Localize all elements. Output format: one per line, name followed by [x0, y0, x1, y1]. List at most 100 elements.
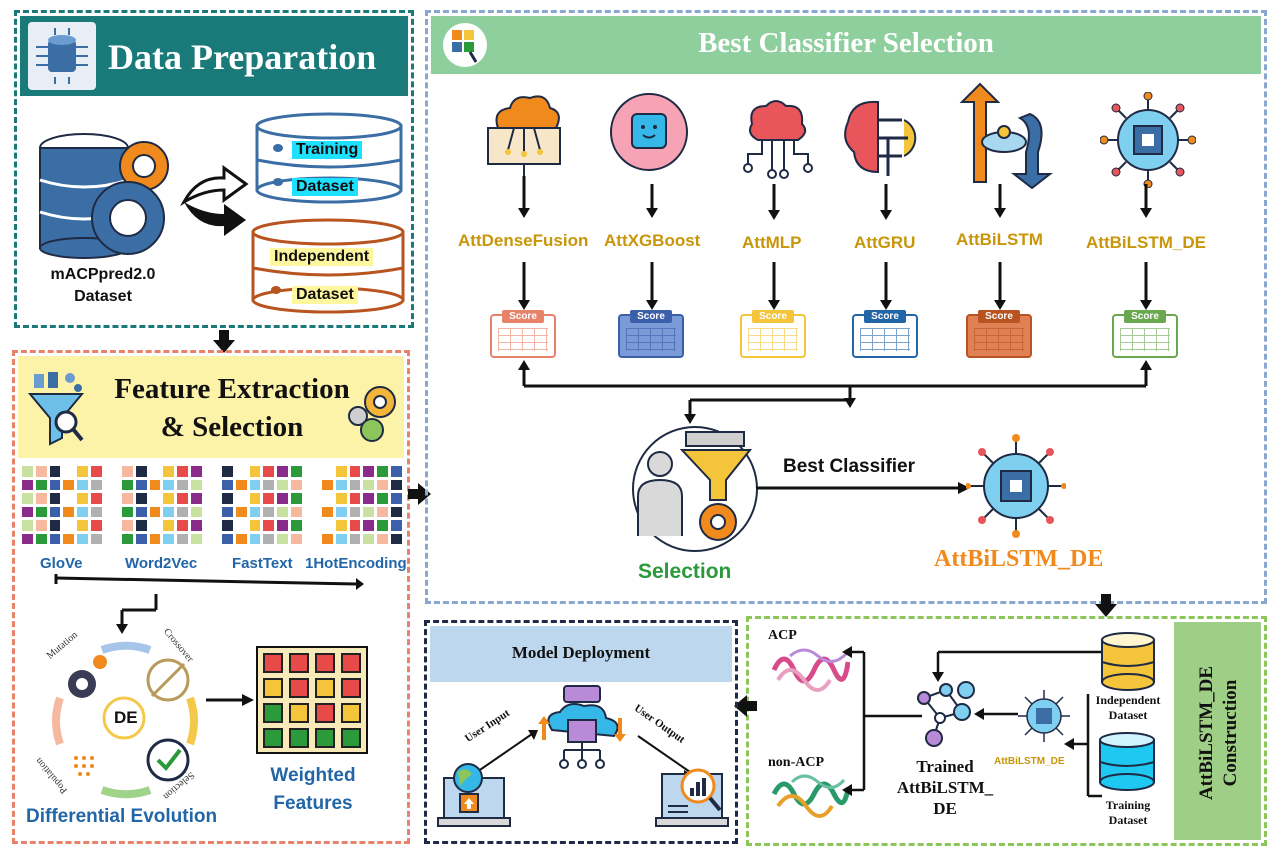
mosaic-cell — [235, 479, 247, 490]
mosaic-cell — [191, 493, 202, 504]
mosaic-cell — [322, 493, 333, 504]
mosaic-cell — [222, 520, 233, 531]
feature-extraction-panel — [12, 350, 410, 844]
data-preparation-title: Data Preparation — [108, 37, 377, 77]
feature-extraction-header — [18, 356, 404, 458]
mosaic-cell — [122, 466, 133, 477]
mosaic-cell — [35, 466, 47, 477]
construction-training-label: Training Dataset — [1080, 798, 1176, 828]
score-tag: Score — [630, 310, 672, 323]
mosaic-cell — [235, 466, 247, 477]
mosaic-cell — [35, 506, 47, 517]
mosaic-cell — [291, 479, 302, 490]
independent-label-2: Dataset — [292, 286, 358, 304]
construction-connectors — [842, 646, 1102, 798]
mosaic-cell — [322, 479, 333, 490]
mosaic-cell — [163, 520, 175, 531]
gru-brain-icon — [838, 96, 930, 182]
mosaic-cell — [63, 479, 75, 490]
mosaic-cell — [235, 493, 247, 504]
mosaic-cell — [391, 520, 402, 531]
encoding-label-fasttext: FastText — [232, 555, 293, 572]
mosaic-cell — [177, 506, 189, 517]
mosaic-cell — [263, 493, 275, 504]
mosaic-cell — [63, 520, 75, 531]
mosaic-cell — [263, 466, 275, 477]
mosaic-cell — [122, 506, 133, 517]
mosaic-cell — [77, 466, 89, 477]
mosaic-cell — [63, 493, 75, 504]
onehot-encoding-mosaic — [322, 466, 402, 544]
mosaic-cell — [291, 493, 302, 504]
mosaic-cell — [91, 533, 102, 544]
server-cloud-icon — [534, 684, 630, 770]
mosaic-cell — [363, 533, 375, 544]
construction-side-header — [1174, 622, 1261, 840]
mosaic-cell — [135, 533, 147, 544]
mosaic-cell — [222, 506, 233, 517]
mosaic-cell — [235, 533, 247, 544]
user-input-laptop-icon — [434, 762, 514, 830]
model-label-attbilstm: AttBiLSTM — [956, 230, 1043, 249]
construction-side-title: AttBiLSTM_DE Construction — [1195, 624, 1243, 842]
independent-label-1: Independent — [270, 248, 374, 266]
mosaic-cell — [177, 479, 189, 490]
mosaic-cell — [335, 533, 347, 544]
bilstm-de-virus-icon — [1099, 91, 1197, 189]
mosaic-cell — [277, 506, 289, 517]
dataset-database-icon — [36, 130, 186, 260]
mosaic-cell — [149, 466, 161, 477]
feature-extraction-title: Feature Extraction & Selection — [96, 370, 368, 446]
model-label-attbilstm-de: AttBiLSTM_DE — [1086, 233, 1206, 252]
mosaic-cell — [277, 533, 289, 544]
mosaic-cell — [163, 506, 175, 517]
mosaic-cell — [63, 533, 75, 544]
arrow-to-weighted — [206, 694, 254, 706]
mosaic-cell — [349, 466, 361, 477]
mosaic-cell — [163, 493, 175, 504]
mosaic-cell — [363, 506, 375, 517]
mosaic-cell — [335, 506, 347, 517]
bilstm-arrows-icon — [954, 82, 1058, 190]
mosaic-cell — [335, 479, 347, 490]
mosaic-cell — [149, 493, 161, 504]
user-output-laptop-icon — [654, 762, 734, 830]
mosaic-cell — [391, 466, 402, 477]
mosaic-cell — [49, 493, 61, 504]
mosaic-cell — [377, 479, 389, 490]
independent-dataset-cylinder — [250, 218, 406, 314]
mosaic-cell — [291, 533, 302, 544]
selection-label: Selection — [638, 560, 732, 583]
label-to-score-arrows — [518, 262, 1152, 310]
model-icon-arrows — [518, 176, 1152, 220]
mosaic-cell — [22, 466, 33, 477]
mosaic-cell — [163, 533, 175, 544]
construction-independent-label: Independent Dataset — [1080, 693, 1176, 723]
mosaic-cell — [322, 466, 333, 477]
score-aggregation-connector — [518, 360, 1152, 424]
mosaic-cell — [263, 506, 275, 517]
differential-evolution-label: Differential Evolution — [26, 806, 218, 827]
winner-model-label: AttBiLSTM_DE — [934, 546, 1104, 572]
mosaic-cell — [277, 479, 289, 490]
mosaic-cell — [91, 466, 102, 477]
mosaic-cell — [49, 520, 61, 531]
dataset-label-line-2: Dataset — [74, 288, 132, 305]
mosaic-cell — [135, 479, 147, 490]
mosaic-cell — [91, 479, 102, 490]
model-deployment-header — [430, 626, 732, 682]
mosaic-cell — [277, 466, 289, 477]
feature-extraction-title-2: & Selection — [160, 411, 304, 443]
score-board-attgru: Score — [852, 310, 918, 358]
mosaic-cell — [335, 466, 347, 477]
mosaic-cell — [191, 506, 202, 517]
mosaic-cell — [135, 493, 147, 504]
mosaic-cell — [63, 466, 75, 477]
mosaic-cell — [35, 479, 47, 490]
trained-label-2: AttBiLSTM_ — [896, 778, 994, 797]
score-tag: Score — [502, 310, 544, 323]
score-tag: Score — [864, 310, 906, 323]
model-label-attmlp: AttMLP — [742, 233, 802, 252]
mosaic-cell — [349, 520, 361, 531]
mlp-brain-icon — [736, 96, 820, 182]
